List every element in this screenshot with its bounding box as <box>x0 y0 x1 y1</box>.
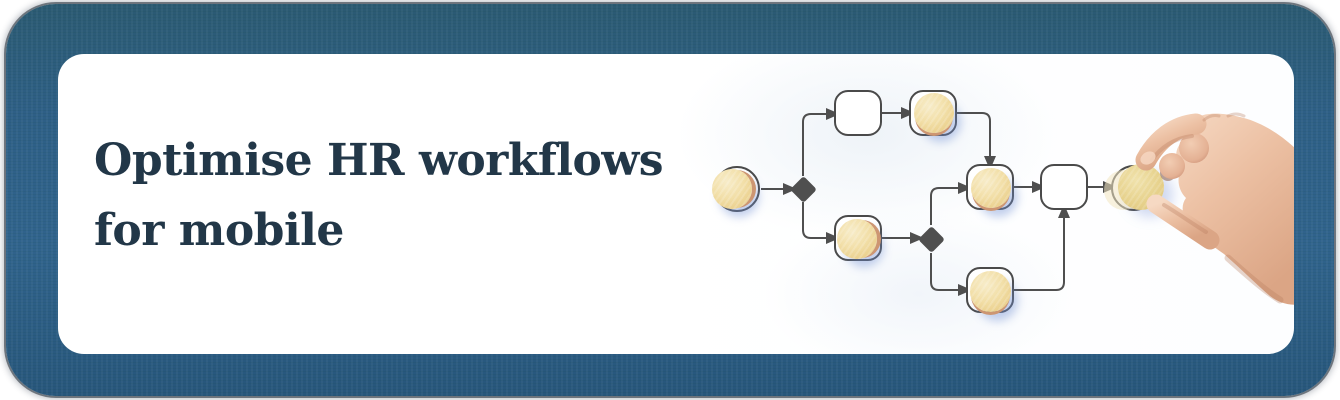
banner-card[interactable]: Optimise HR workflows for mobile <box>58 54 1294 354</box>
banner-frame: Optimise HR workflows for mobile <box>6 4 1334 396</box>
banner-title: Optimise HR workflows for mobile <box>94 126 663 266</box>
title-line-1: Optimise HR workflows <box>94 135 663 186</box>
workflow-diagram-illustration <box>58 54 1294 354</box>
title-line-2: for mobile <box>94 205 344 256</box>
hand-placing-coin-illustration <box>1135 112 1294 305</box>
